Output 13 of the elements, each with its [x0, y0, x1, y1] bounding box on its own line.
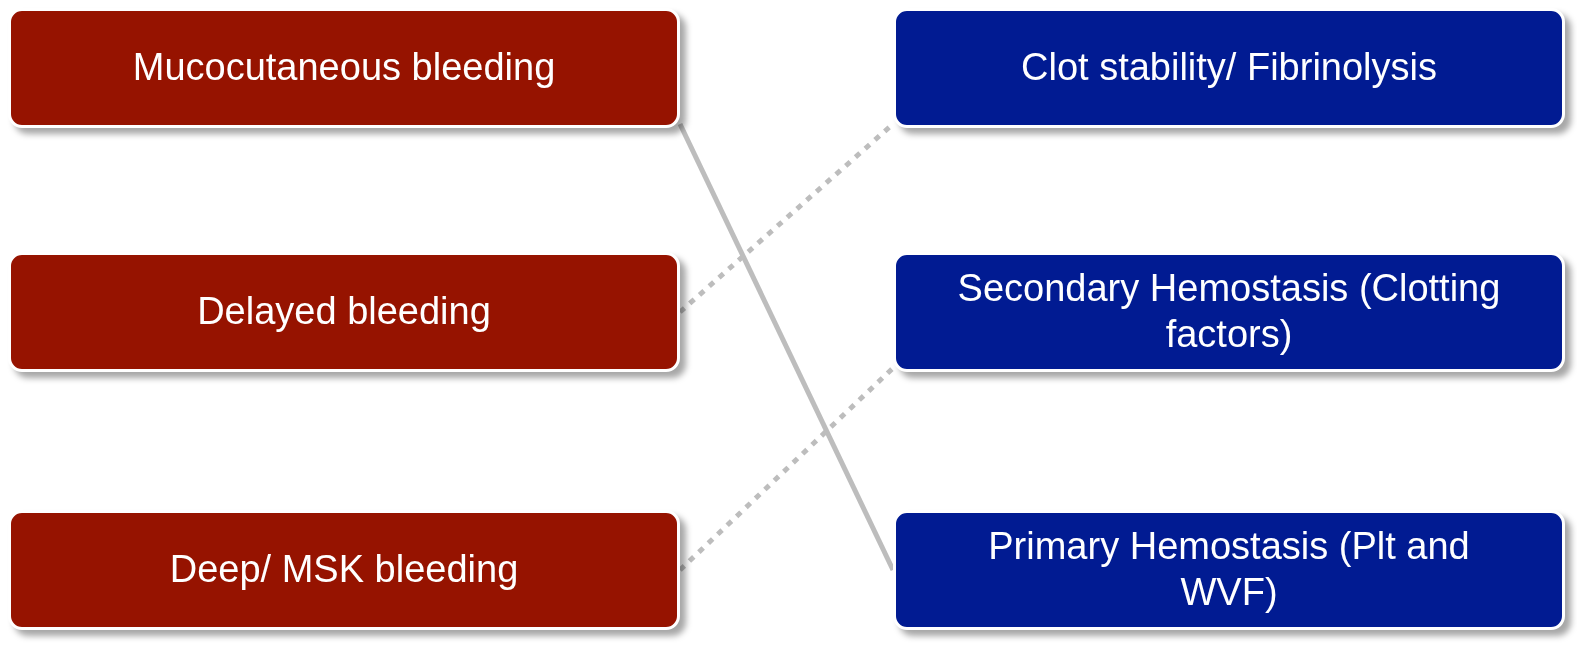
- box-label: Deep/ MSK bleeding: [169, 547, 519, 593]
- box-label: Delayed bleeding: [197, 289, 491, 335]
- category-box: [8, 8, 680, 128]
- category-box: [8, 252, 680, 372]
- category-box: [893, 252, 1565, 372]
- box-label: Secondary Hemostasis (Clotting factors): [956, 266, 1502, 357]
- connector-line: [678, 366, 895, 572]
- category-box: [893, 510, 1565, 630]
- box-label: Primary Hemostasis (Plt and WVF): [987, 524, 1471, 615]
- box-label: Mucocutaneous bleeding: [132, 45, 556, 91]
- category-box: [893, 8, 1565, 128]
- category-box: [8, 510, 680, 630]
- box-label: Clot stability/ Fibrinolysis: [1021, 45, 1437, 91]
